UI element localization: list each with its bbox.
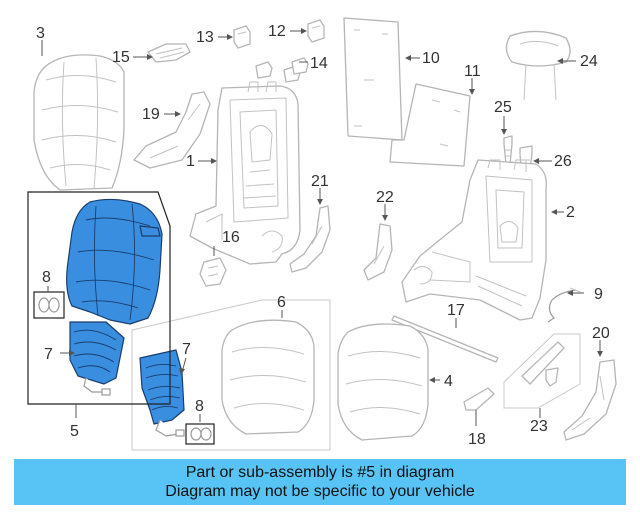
- banner-line-2: Diagram may not be specific to your vehi…: [165, 483, 475, 500]
- callout-5: 5: [70, 423, 79, 440]
- part-11-back-panel: [389, 83, 471, 167]
- part-4-seatback: [337, 323, 429, 441]
- part-22-cover: [363, 223, 393, 281]
- callout-10: 10: [422, 50, 440, 67]
- part-10-back-panel: [343, 17, 403, 141]
- callout-7-left: 7: [44, 346, 53, 363]
- part-25-bolt: [503, 135, 513, 165]
- banner-line-1: Part or sub-assembly is #5 in diagram: [185, 464, 455, 481]
- callout-23: 23: [530, 418, 548, 435]
- part-13-cap: [233, 25, 251, 49]
- part-1-seat-frame: [189, 81, 301, 265]
- callout-4: 4: [444, 373, 453, 390]
- callout-11: 11: [464, 63, 481, 80]
- part-15-clip: [147, 43, 191, 63]
- callout-3: 3: [36, 25, 45, 42]
- callout-16: 16: [222, 229, 240, 246]
- callout-13: 13: [196, 29, 214, 46]
- callout-9: 9: [594, 286, 603, 303]
- callout-12: 12: [268, 23, 286, 40]
- callout-1: 1: [186, 153, 195, 170]
- callout-25: 25: [494, 99, 512, 116]
- part-12-cap: [307, 19, 325, 43]
- part-9-cable: [547, 287, 581, 323]
- part-3-seatback-cushion: [33, 54, 125, 191]
- callout-14: 14: [310, 55, 328, 72]
- callout-6: 6: [277, 294, 286, 311]
- callout-2: 2: [566, 204, 575, 221]
- part-7-lumbar-mat-left: [69, 321, 125, 396]
- part-24-headrest: [505, 30, 571, 101]
- part-21-cover: [289, 205, 331, 273]
- callout-8-right: 8: [195, 398, 204, 415]
- part-2-right-frame: [401, 159, 547, 321]
- part-6-lumbar-mat: [139, 349, 185, 437]
- part-5-seatback-pad: [66, 198, 163, 325]
- callout-22: 22: [376, 189, 394, 206]
- callout-19: 19: [142, 106, 160, 123]
- callout-21: 21: [311, 173, 329, 190]
- part-6-box: [131, 299, 331, 451]
- part-8-clips-right: [185, 423, 215, 445]
- leader-lines: [41, 28, 603, 426]
- callout-17: 17: [447, 302, 465, 319]
- part-20-shield: [563, 359, 617, 441]
- callout-26: 26: [554, 153, 572, 170]
- callout-15: 15: [112, 49, 130, 66]
- callout-18: 18: [468, 431, 486, 448]
- part-8-clips-left: [33, 291, 65, 319]
- part-16-knob: [199, 257, 227, 287]
- callout-labels: 3 15 13 12 14 19 1 10 11 24 25 26 2 21 2…: [36, 23, 610, 448]
- part-17-rod: [391, 315, 499, 363]
- callout-20: 20: [592, 325, 610, 342]
- part-23-box: [503, 333, 581, 409]
- callout-24: 24: [580, 53, 598, 70]
- part-18-trim: [463, 387, 495, 411]
- callout-7-right: 7: [182, 341, 191, 358]
- part-19-side-panel: [133, 91, 211, 169]
- info-banner: Part or sub-assembly is #5 in diagram Di…: [14, 459, 626, 505]
- callout-8-left: 8: [42, 269, 51, 286]
- part-5-box: [27, 191, 171, 405]
